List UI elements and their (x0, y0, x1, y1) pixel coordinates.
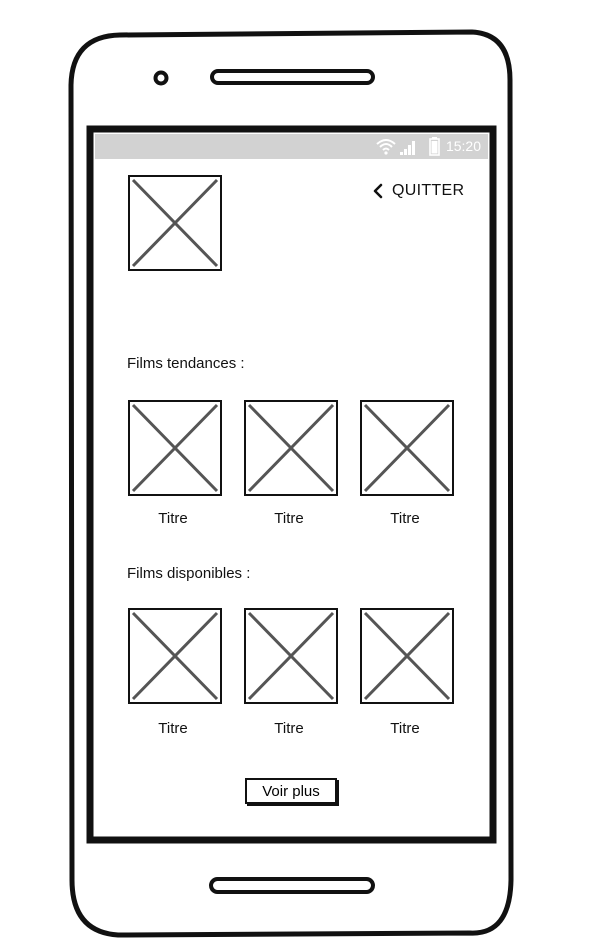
trending-movie-title-1[interactable]: Titre (158, 510, 188, 527)
image-placeholder-icon (244, 400, 338, 496)
status-bar: 15:20 (95, 134, 488, 159)
trending-movie-poster-1[interactable] (128, 400, 222, 496)
trending-movie-poster-2[interactable] (244, 400, 338, 496)
camera-icon (153, 70, 169, 86)
image-placeholder-icon (128, 175, 222, 271)
battery-icon (429, 137, 440, 156)
trending-movie-title-2[interactable]: Titre (274, 510, 304, 527)
available-movie-title-1[interactable]: Titre (158, 720, 188, 737)
signal-icon (400, 141, 415, 155)
status-time: 15:20 (445, 138, 481, 154)
image-placeholder-icon (360, 608, 454, 704)
screen-border (86, 125, 497, 844)
available-movie-poster-3[interactable] (360, 608, 454, 704)
available-movie-title-2[interactable]: Titre (274, 720, 304, 737)
image-placeholder-icon (360, 400, 454, 496)
speaker-slot (210, 69, 375, 85)
available-section-title: Films disponibles : (127, 565, 251, 582)
logo-placeholder (128, 175, 222, 271)
quit-button[interactable]: QUITTER (372, 180, 464, 202)
image-placeholder-icon (128, 608, 222, 704)
trending-movie-poster-3[interactable] (360, 400, 454, 496)
available-movie-poster-1[interactable] (128, 608, 222, 704)
image-placeholder-icon (244, 608, 338, 704)
image-placeholder-icon (128, 400, 222, 496)
available-movie-title-3[interactable]: Titre (390, 720, 420, 737)
trending-movie-title-3[interactable]: Titre (390, 510, 420, 527)
quit-label: QUITTER (392, 182, 465, 199)
home-bar (209, 877, 375, 894)
wifi-icon (376, 139, 396, 155)
available-movie-poster-2[interactable] (244, 608, 338, 704)
chevron-left-icon (373, 183, 383, 199)
see-more-button[interactable]: Voir plus (245, 778, 337, 804)
trending-section-title: Films tendances : (127, 355, 245, 372)
